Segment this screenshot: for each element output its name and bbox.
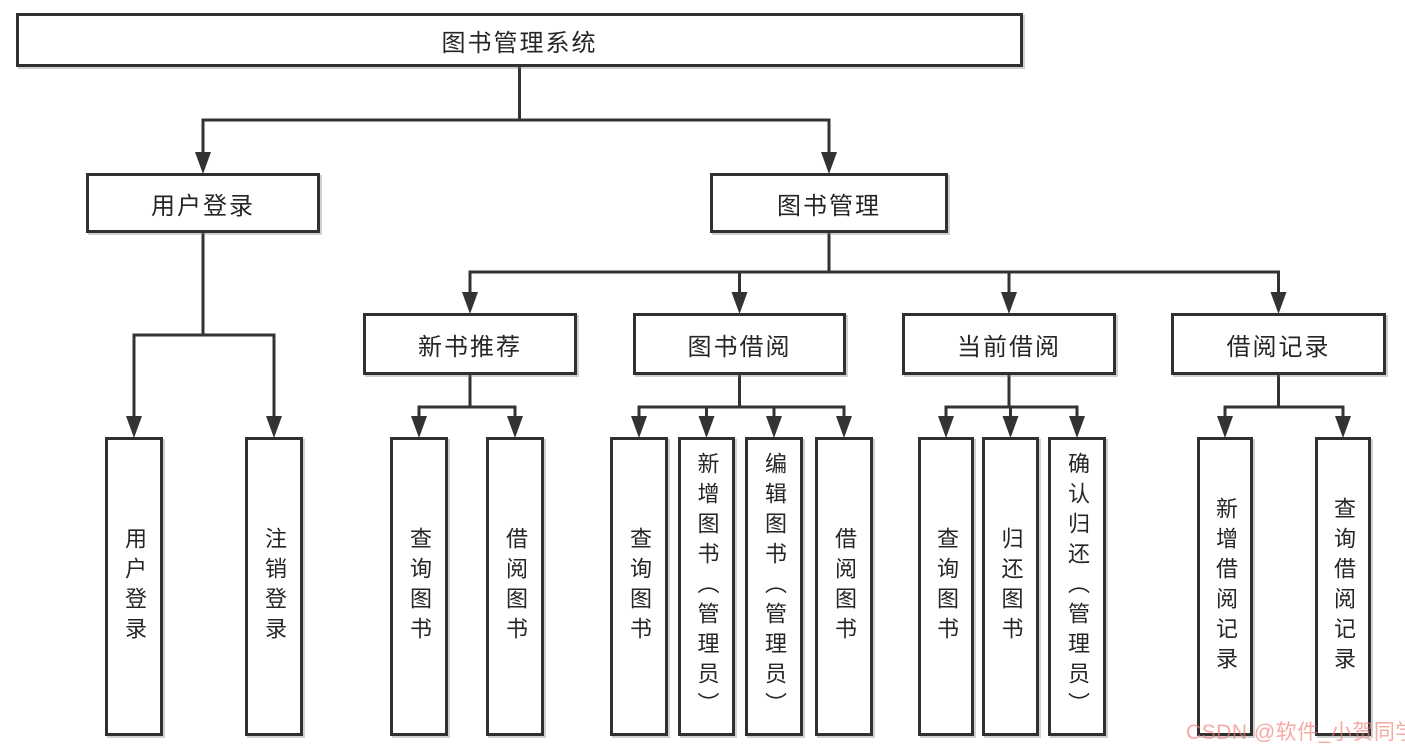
arrowhead-cb2 (1002, 416, 1019, 438)
arrowhead-login (126, 416, 142, 438)
connector-br (1217, 374, 1351, 438)
node-label-user-login: 用户登录 (122, 526, 147, 647)
node-label-logout-login: 注销登录 (262, 526, 287, 647)
node-user-login: 用户登录 (105, 437, 163, 736)
node-book-management-system: 图书管理系统 (16, 13, 1023, 67)
node-cb-query-books: 查询图书 (918, 437, 974, 736)
node-br-add-borrow-record: 新增借阅记录 (1197, 437, 1253, 736)
node-cb-return-books: 归还图书 (982, 437, 1039, 736)
arrowhead-cb1 (938, 416, 954, 438)
node-bb-query-books: 查询图书 (610, 437, 668, 736)
node-nb-borrow-books: 借阅图书 (486, 437, 544, 736)
node-label-cb-query-books: 查询图书 (934, 526, 959, 647)
node-label-nb-borrow-books: 借阅图书 (503, 526, 528, 647)
node-label-cb-confirm-return-admin: 确认归还（管理员） (1065, 451, 1090, 722)
arrowhead-nb1 (411, 416, 427, 438)
node-nb-query-books: 查询图书 (390, 437, 448, 736)
node-label-book-borrowing: 图书借阅 (687, 333, 792, 361)
arrowhead-lg (195, 152, 211, 174)
node-bb-edit-books-admin: 编辑图书（管理员） (745, 437, 803, 736)
node-label-nb-query-books: 查询图书 (407, 526, 432, 647)
node-book-management: 图书管理 (710, 173, 948, 233)
arrowhead-bb3 (766, 416, 782, 438)
node-label-current-borrowing: 当前借阅 (957, 333, 1061, 361)
node-label-borrowing-records: 借阅记录 (1226, 333, 1331, 361)
node-borrowing-records: 借阅记录 (1171, 313, 1386, 375)
arrowhead-nb (462, 292, 478, 314)
arrowhead-bb1 (631, 416, 647, 438)
arrowhead-nb2 (507, 416, 523, 438)
node-logout-login: 注销登录 (245, 437, 303, 736)
node-label-br-query-borrow-record: 查询借阅记录 (1331, 496, 1356, 677)
node-cb-confirm-return-admin: 确认归还（管理员） (1048, 437, 1106, 736)
connector-bb (631, 374, 852, 438)
connector-lg (126, 232, 282, 438)
node-new-book-recommend: 新书推荐 (363, 313, 577, 375)
node-bb-add-books-admin: 新增图书（管理员） (678, 437, 735, 736)
connector-bm (462, 232, 1287, 314)
csdn-watermark: CSDN @软件_小贺同学 (1186, 721, 1405, 744)
arrowhead-logout (266, 416, 282, 438)
node-label-br-add-borrow-record: 新增借阅记录 (1213, 496, 1238, 677)
node-label-bb-edit-books-admin: 编辑图书（管理员） (762, 451, 787, 722)
arrowhead-bb2 (698, 416, 715, 438)
node-label-bb-query-books: 查询图书 (627, 526, 652, 647)
arrowhead-bm (821, 152, 837, 174)
node-label-new-book-recommend: 新书推荐 (418, 333, 522, 361)
arrowhead-cb3 (1069, 416, 1085, 438)
arrowhead-br (1270, 292, 1287, 314)
node-label-cb-return-books: 归还图书 (998, 526, 1024, 647)
node-label-book-management-system: 图书管理系统 (441, 29, 598, 57)
node-user-login-branch: 用户登录 (86, 173, 320, 233)
node-label-bb-borrow-books: 借阅图书 (832, 526, 857, 647)
arrowhead-br2 (1335, 416, 1351, 438)
node-label-user-login-branch: 用户登录 (151, 192, 255, 220)
connector-nb (411, 374, 523, 438)
node-current-borrowing: 当前借阅 (902, 313, 1116, 375)
node-book-borrowing: 图书借阅 (633, 313, 846, 375)
arrowhead-bb4 (836, 416, 852, 438)
arrowhead-bb (731, 292, 748, 314)
arrowhead-cb (1001, 292, 1017, 314)
node-br-query-borrow-record: 查询借阅记录 (1315, 437, 1371, 736)
node-bb-borrow-books: 借阅图书 (815, 437, 873, 736)
node-label-bb-add-books-admin: 新增图书（管理员） (694, 451, 720, 722)
arrowhead-br1 (1217, 416, 1233, 438)
connector-root (195, 66, 837, 174)
node-label-book-management: 图书管理 (777, 192, 881, 220)
connector-cb (938, 374, 1085, 438)
